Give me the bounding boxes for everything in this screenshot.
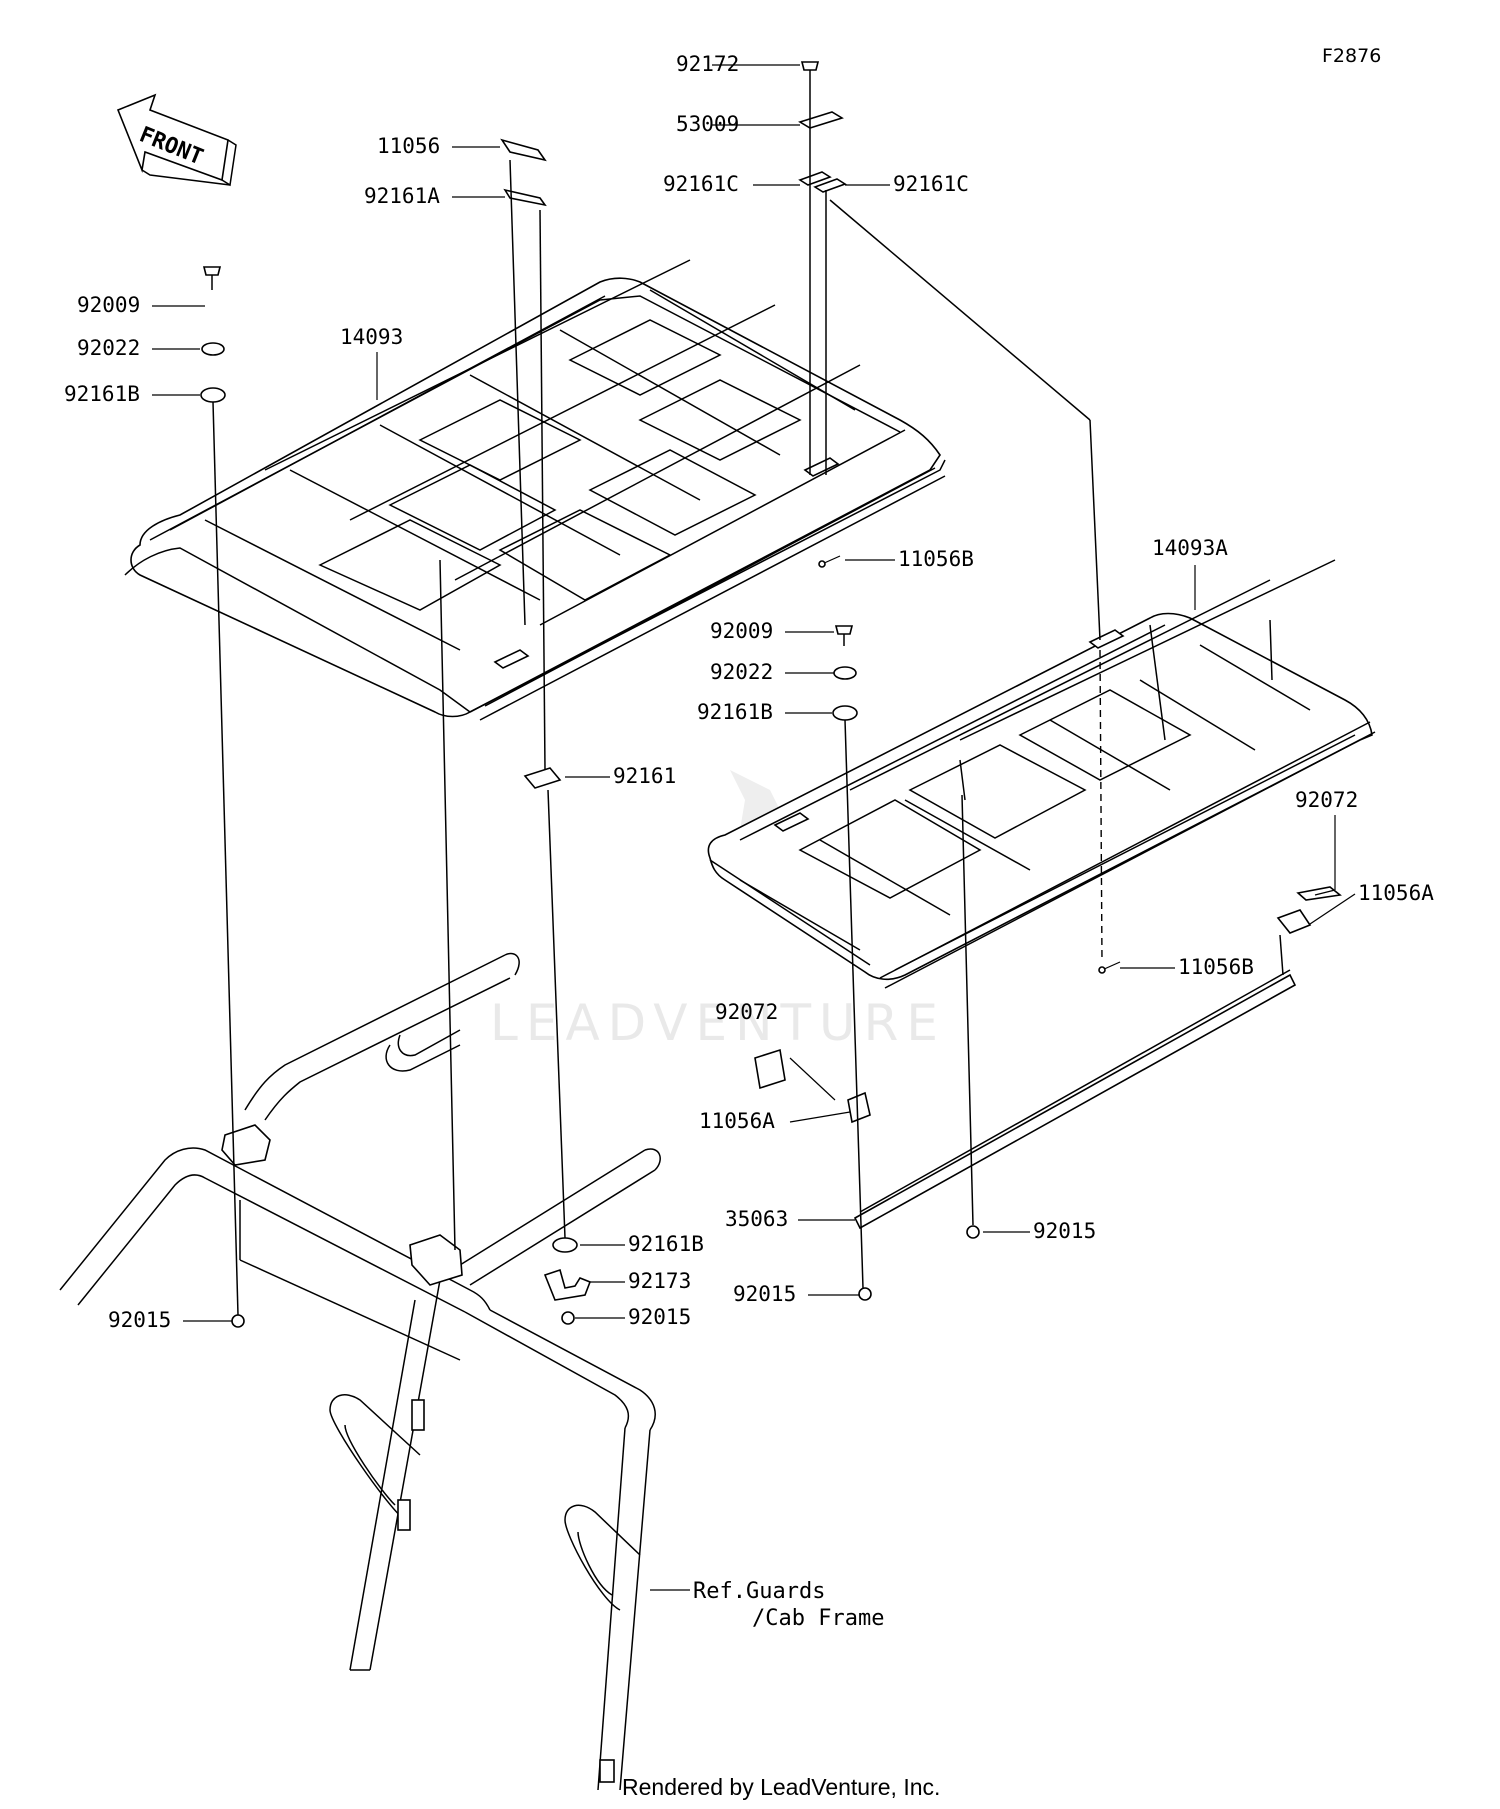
roof-panel-14093a (707, 559, 1376, 989)
label-92172: 92172 (676, 52, 739, 76)
label-92009-top: 92009 (77, 293, 140, 317)
label-92015-low: 92015 (628, 1305, 691, 1329)
label-11056: 11056 (377, 134, 440, 158)
label-92015-mid: 92015 (733, 1282, 796, 1306)
label-ref-guards: Ref.Guards (693, 1579, 825, 1604)
label-35063: 35063 (725, 1207, 788, 1231)
label-53009: 53009 (676, 112, 739, 136)
label-11056b-top: 11056B (898, 547, 974, 571)
label-92009-mid: 92009 (710, 619, 773, 643)
cab-frame (59, 952, 661, 1791)
label-92072-right: 92072 (1295, 788, 1358, 812)
label-11056a-right: 11056A (1358, 881, 1434, 905)
label-92161: 92161 (613, 764, 676, 788)
label-92022-top: 92022 (77, 336, 140, 360)
watermark-text: LEADVENTURE (490, 994, 946, 1052)
credit-text: Rendered by LeadVenture, Inc. (622, 1774, 940, 1800)
label-14093: 14093 (340, 325, 403, 349)
channel-35063 (853, 969, 1297, 1230)
label-92161c-left: 92161C (663, 172, 739, 196)
label-cab-frame: /Cab Frame (752, 1606, 884, 1631)
figure-id: F2876 (1322, 45, 1381, 67)
roof-panel-14093 (124, 259, 946, 721)
label-92161b-mid: 92161B (697, 700, 773, 724)
label-92015-right: 92015 (1033, 1219, 1096, 1243)
front-arrow-icon: FRONT (116, 93, 237, 187)
label-92161c-right: 92161C (893, 172, 969, 196)
part-labels: 92172 53009 92161C 92161C 11056 92161A 9… (64, 52, 1434, 1631)
leader-lines (152, 64, 1356, 1591)
label-92173: 92173 (628, 1269, 691, 1293)
label-92072-left: 92072 (715, 1000, 778, 1024)
label-11056a-left: 11056A (699, 1109, 775, 1133)
label-14093a: 14093A (1152, 536, 1228, 560)
label-92161b-top: 92161B (64, 382, 140, 406)
label-92161b-low: 92161B (628, 1232, 704, 1256)
hardware (200, 61, 1342, 1328)
label-92015-left: 92015 (108, 1308, 171, 1332)
label-92161a: 92161A (364, 184, 440, 208)
label-92022-mid: 92022 (710, 660, 773, 684)
label-11056b-mid: 11056B (1178, 955, 1254, 979)
